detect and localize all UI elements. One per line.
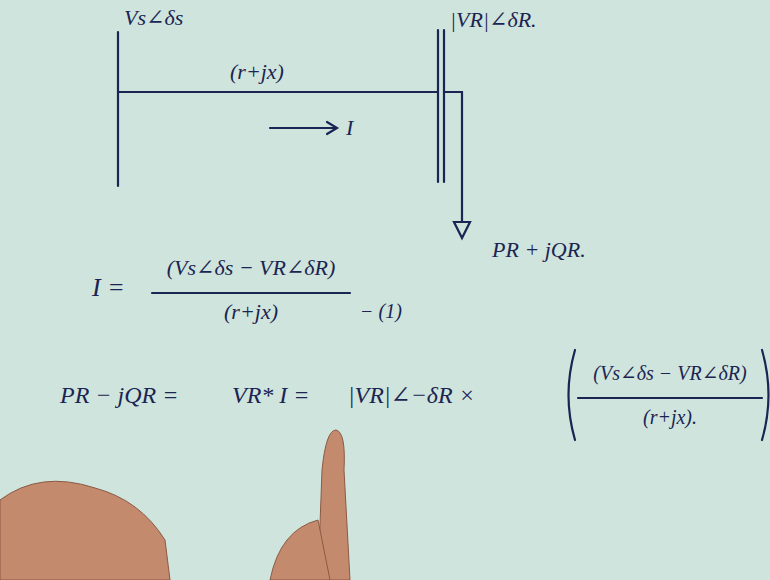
load-line	[444, 92, 462, 222]
equation-text: (Vs∠δs − VR∠δR)	[593, 362, 746, 384]
line-conductor	[118, 91, 438, 93]
load-label: PR + jQR.	[492, 238, 586, 262]
equation-number: − (1)	[360, 300, 402, 322]
equation-text: I =	[92, 274, 125, 303]
equation-text: |VR|∠−δR ×	[348, 382, 475, 408]
equation-text: (r+jx)	[224, 300, 278, 324]
impedance-label: (r+jx)	[230, 60, 284, 84]
current-label: I	[346, 116, 353, 140]
equation-text: PR − jQR =	[60, 382, 178, 408]
equation-text: VR* I =	[232, 382, 310, 408]
bracket	[569, 350, 576, 440]
hand-shape	[0, 481, 170, 580]
load-arrow	[454, 222, 470, 238]
bracket	[762, 350, 769, 440]
voltage-label: |VR|∠δR.	[450, 8, 537, 32]
hand-shape	[270, 520, 330, 580]
hand	[0, 430, 350, 580]
sending-bus	[117, 32, 119, 186]
receiving-bus	[437, 30, 439, 182]
arrow-head	[327, 122, 337, 134]
fraction-bar	[152, 292, 350, 294]
equation-text: (Vs∠δs − VR∠δR)	[167, 256, 336, 280]
fraction-bar	[578, 397, 762, 399]
equation-text: (r+jx).	[643, 406, 697, 428]
voltage-label: Vs∠δs	[124, 6, 183, 30]
receiving-bus	[443, 30, 445, 182]
current-arrow	[270, 127, 336, 129]
